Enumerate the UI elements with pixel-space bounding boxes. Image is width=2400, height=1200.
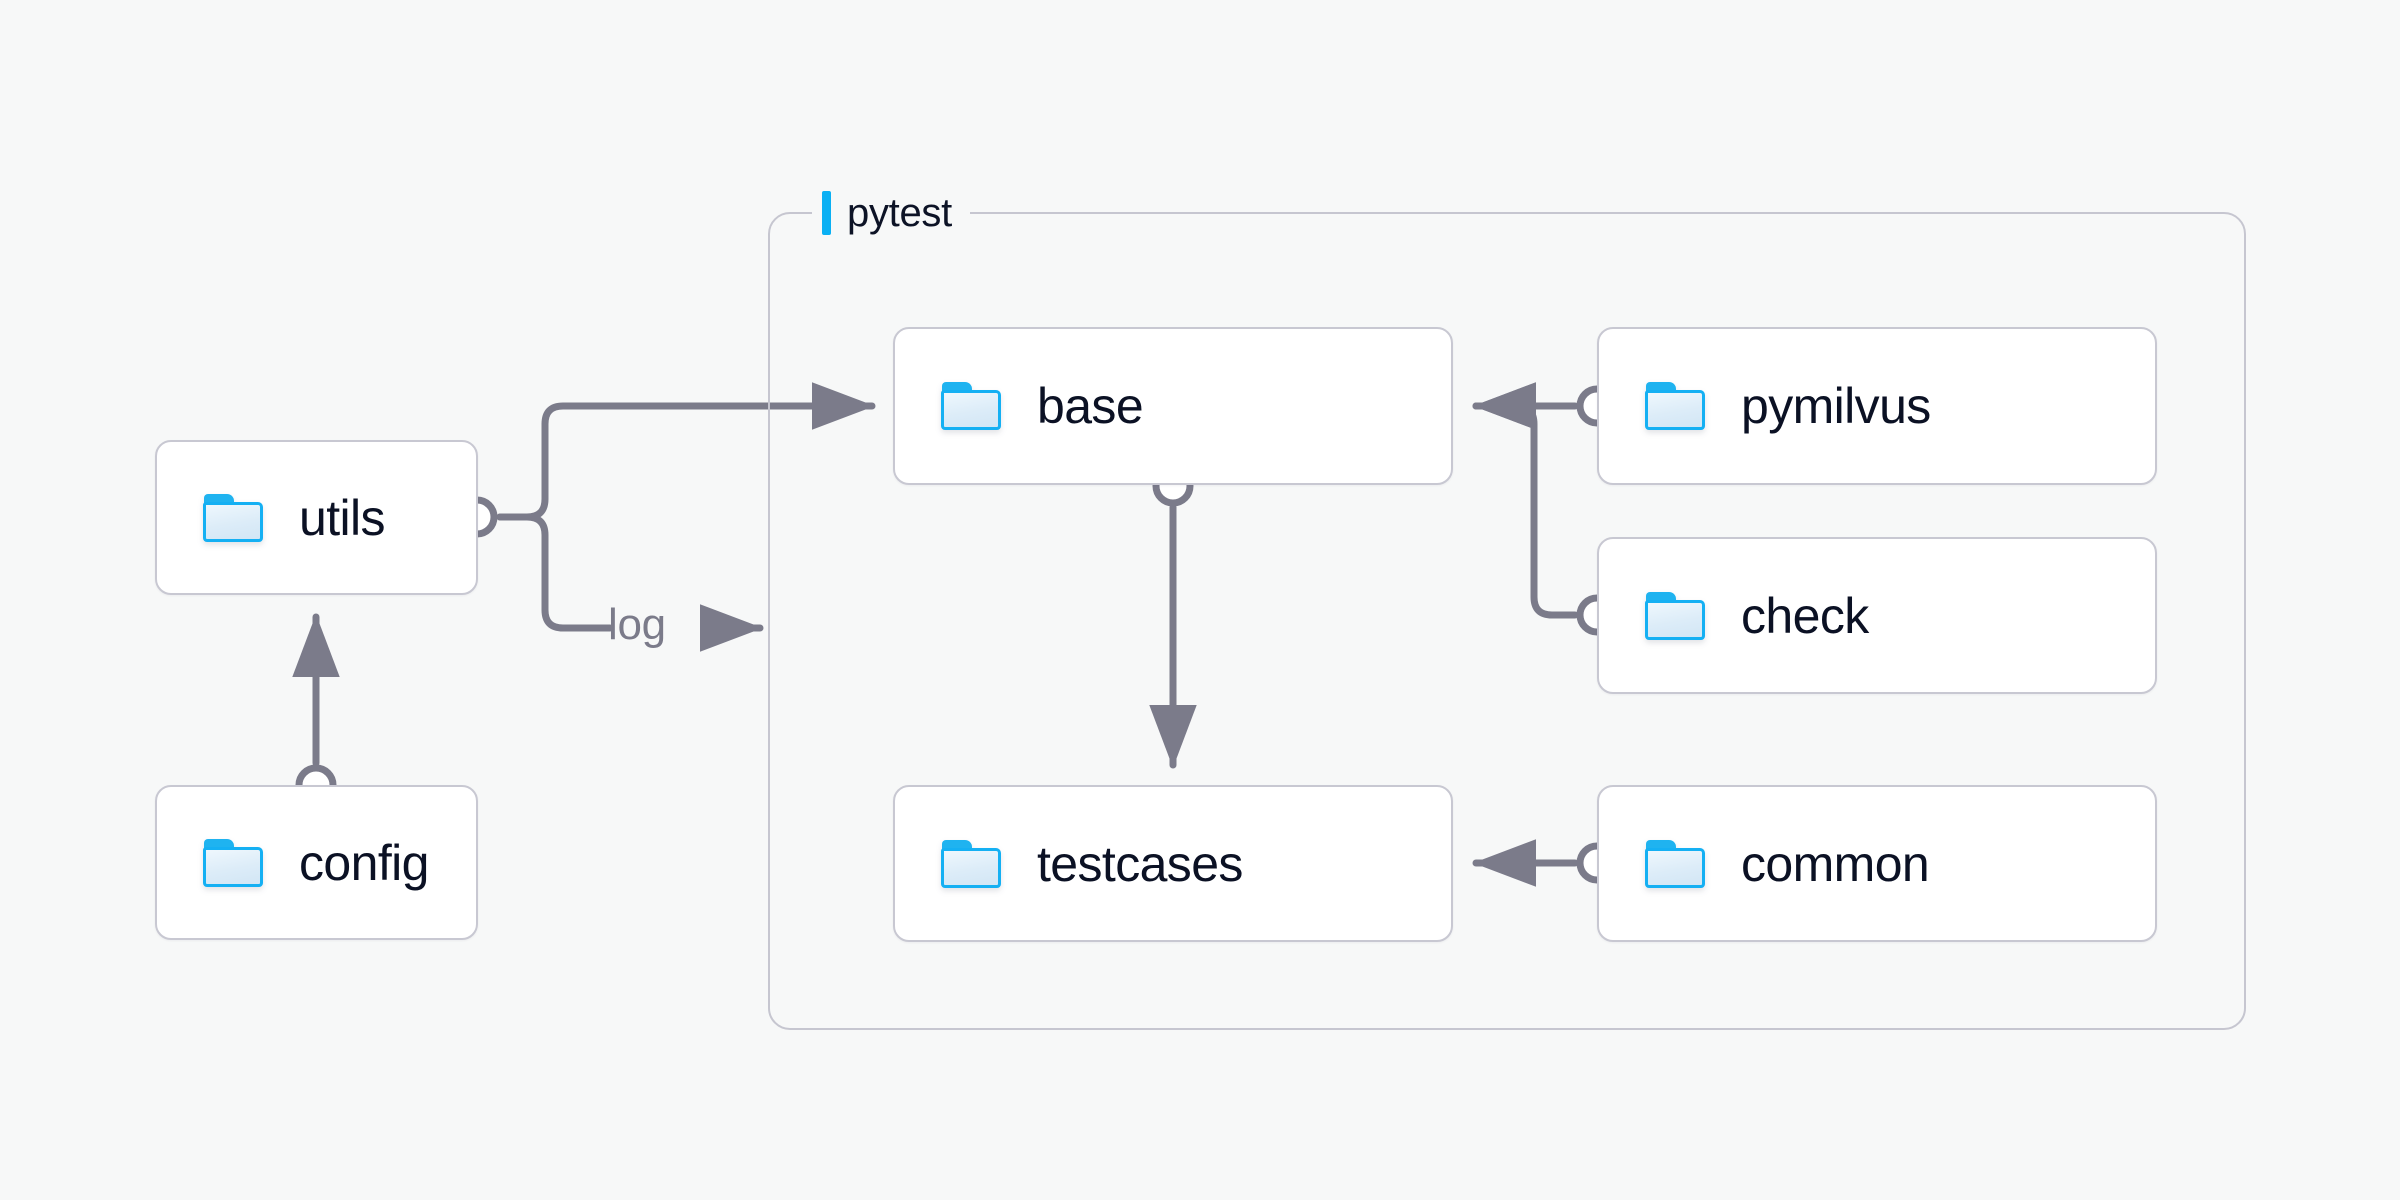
node-base-label: base: [1037, 378, 1144, 434]
node-check-label: check: [1741, 587, 1869, 644]
group-pytest-label: pytest: [812, 190, 970, 236]
node-config-label: config: [299, 834, 429, 891]
folder-icon: [1645, 839, 1705, 888]
node-utils[interactable]: utils: [155, 440, 478, 595]
folder-icon: [941, 382, 1001, 430]
edge-label-log: log: [608, 600, 666, 649]
node-pymilvus-label: pymilvus: [1741, 378, 1931, 434]
node-utils-label: utils: [299, 489, 386, 546]
group-pytest[interactable]: [768, 212, 2246, 1030]
node-testcases-label: testcases: [1037, 835, 1243, 892]
folder-icon: [941, 839, 1001, 888]
folder-icon: [1645, 382, 1705, 430]
folder-icon: [1645, 591, 1705, 640]
node-config[interactable]: config: [155, 785, 478, 940]
folder-icon: [203, 493, 263, 542]
node-testcases[interactable]: testcases: [893, 785, 1453, 942]
accent-bar-icon: [822, 191, 831, 235]
node-base[interactable]: base: [893, 327, 1453, 485]
node-common-label: common: [1741, 835, 1930, 892]
node-check[interactable]: check: [1597, 537, 2157, 694]
node-common[interactable]: common: [1597, 785, 2157, 942]
folder-icon: [203, 838, 263, 887]
edge-utils-to-log: [496, 513, 614, 632]
group-title-text: pytest: [847, 190, 952, 235]
node-pymilvus[interactable]: pymilvus: [1597, 327, 2157, 485]
